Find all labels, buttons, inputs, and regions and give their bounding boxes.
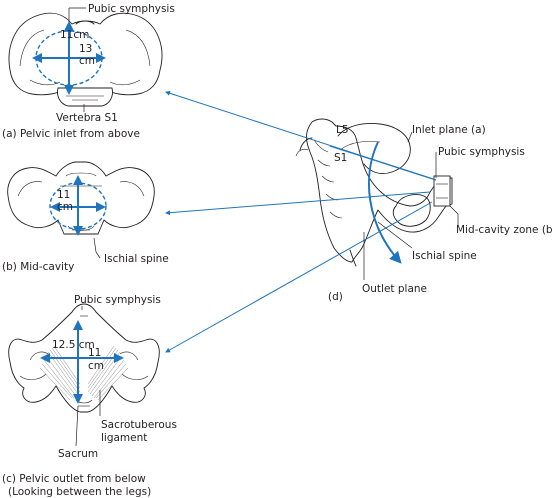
panel-c-ap-value: 11 [88, 347, 101, 359]
panel-a-pubic-symphysis-label: Pubic symphysis [88, 3, 175, 15]
panel-b-pelvis-outline [7, 161, 155, 235]
panel-c-transverse-value: 12.5 cm [52, 339, 95, 351]
panel-c-unit: cm [88, 360, 104, 372]
panel-a-caption: (a) Pelvic inlet from above [2, 128, 140, 140]
panel-d-lateral: L5 S1 Inlet plane (a) Pubic symphysis Mi… [165, 90, 552, 353]
panel-a-transverse-unit: cm [79, 55, 95, 67]
panel-c-caption-2: (Looking between the legs) [8, 486, 151, 498]
panel-d-outlet-curve-arrow [368, 141, 402, 264]
panel-d-l5-label: L5 [336, 124, 349, 136]
panel-b-unit: cm [57, 201, 73, 213]
panel-d-arrow-to-b [165, 191, 431, 216]
panel-b-ischial-spine-label: Ischial spine [104, 253, 169, 265]
panel-d-s1-label: S1 [334, 152, 347, 164]
panel-c-pubic-symphysis-label: Pubic symphysis [74, 294, 161, 306]
panel-c-caption-1: (c) Pelvic outlet from below [2, 473, 146, 485]
panel-a-transverse-value: 13 [79, 43, 92, 55]
panel-a-vertebra-label: Vertebra S1 [56, 112, 118, 124]
panel-a-inlet: 11cm 13 cm Pubic symphysis Vertebra S1 (… [2, 3, 175, 140]
panel-c-ligament-label-1: Sacrotuberous [101, 419, 177, 431]
panel-c-outlet: 12.5 cm 11 cm Pubic symphysis Sacrotuber… [2, 294, 177, 498]
panel-d-pelvis-outline [295, 118, 453, 267]
panel-a-ap-value: 11cm [60, 29, 89, 41]
panel-c-pelvis-outline [8, 303, 160, 413]
panel-c-ligament-label-2: ligament [101, 432, 147, 444]
panel-d-arrow-to-c [165, 201, 433, 353]
panel-b-ap-value: 11 [57, 189, 70, 201]
panel-d-ischial-spine-label: Ischial spine [412, 250, 477, 262]
panel-d-pubic-symphysis-label: Pubic symphysis [438, 146, 525, 158]
panel-b-caption: (b) Mid-cavity [2, 261, 74, 273]
panel-d-arrow-to-a [165, 90, 431, 179]
panel-d-inlet-plane-label: Inlet plane (a) [412, 124, 486, 136]
panel-b-midcavity: 11 cm Ischial spine (b) Mid-cavity [2, 161, 169, 273]
panel-d-caption: (d) [328, 291, 343, 303]
panel-d-outlet-plane-label: Outlet plane [362, 283, 427, 295]
panel-c-sacrum-label: Sacrum [58, 448, 98, 460]
panel-d-mid-cavity-zone-label: Mid-cavity zone (b) [456, 224, 552, 236]
